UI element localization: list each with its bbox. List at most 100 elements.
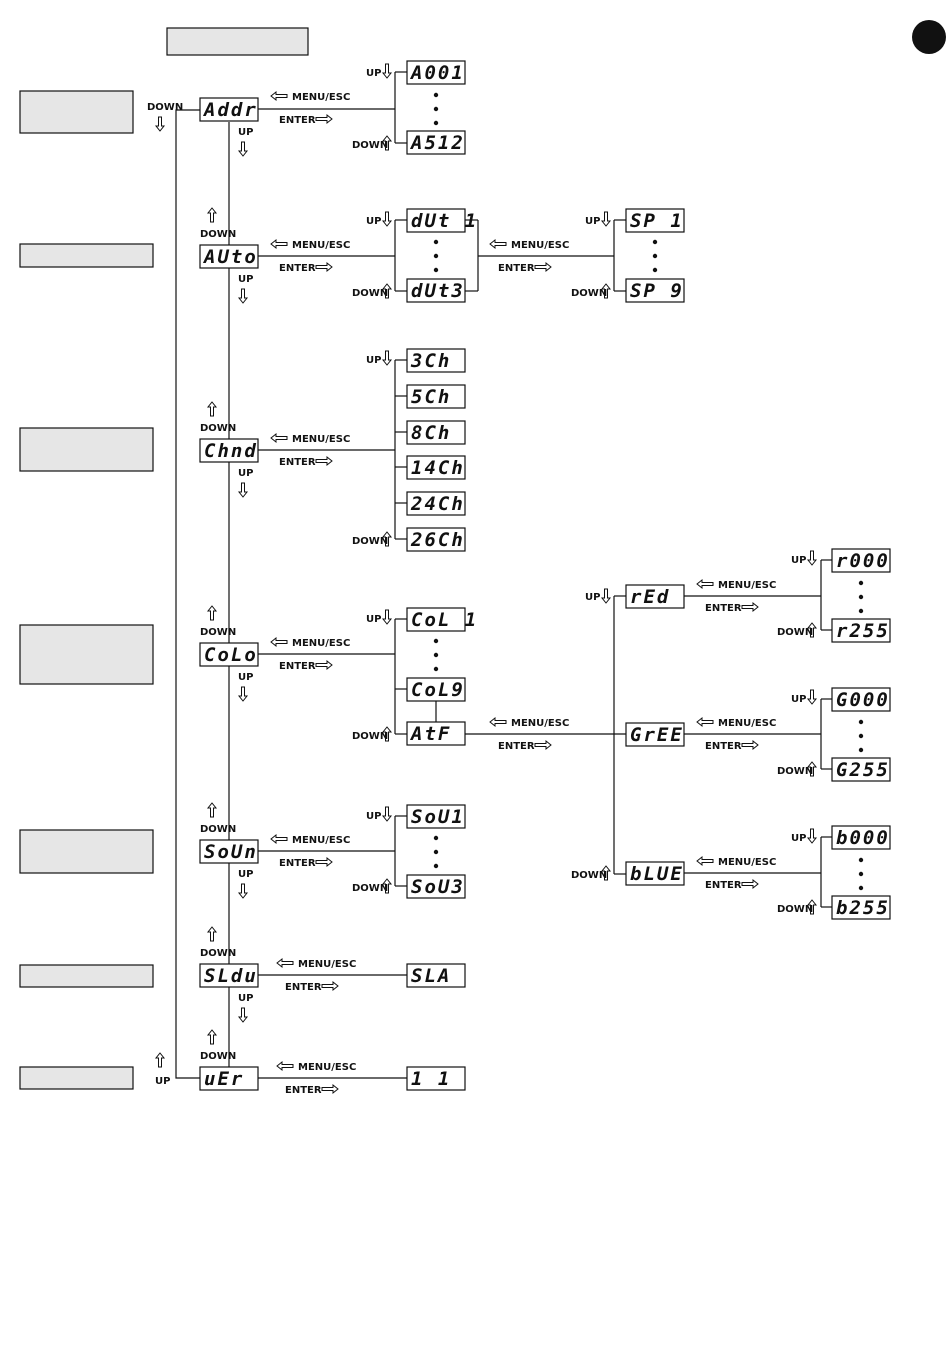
down-label: DOWN (352, 883, 388, 894)
down-step-arrow-icon (237, 288, 249, 304)
down-label: DOWN (352, 731, 388, 742)
color-dots (433, 652, 439, 658)
arrow-up-icon (806, 622, 818, 638)
menu-esc-arrow-icon (276, 957, 294, 969)
channel-mode-1-box (406, 384, 466, 409)
down-label: DOWN (200, 229, 236, 240)
enter-arrow-icon (315, 856, 333, 868)
enter-label: ENTER (705, 880, 742, 891)
menu-esc-arrow-icon (276, 1060, 294, 1072)
version-value-box (406, 1066, 466, 1091)
arrow-down-icon (381, 211, 393, 227)
down-label: DOWN (571, 870, 607, 881)
addr-dots (433, 92, 439, 98)
menu-esc-arrow-icon (696, 578, 714, 590)
arrow-down-icon (381, 609, 393, 625)
color-dots (433, 638, 439, 644)
legend-box-ver (19, 1066, 134, 1090)
menu-esc-arrow-icon (270, 90, 288, 102)
red-dots (858, 594, 864, 600)
channel-mode-0-box (406, 348, 466, 373)
sound-first-value: SoU1 (411, 806, 465, 828)
enter-label: ENTER (498, 263, 535, 274)
up-step-arrow-icon (206, 401, 218, 417)
channel-mode-3-box (406, 455, 466, 480)
enter-arrow-icon (741, 739, 759, 751)
legend-box-sldu (19, 964, 154, 988)
menu-display-auto: AUto (202, 246, 258, 268)
up-label: UP (366, 355, 381, 366)
enter-arrow-icon (741, 878, 759, 890)
menu-esc-label: MENU/ESC (292, 638, 350, 649)
version-value: 1 1 (411, 1068, 451, 1090)
enter-label: ENTER (285, 1085, 322, 1096)
slave-value-box (406, 963, 466, 988)
menu-esc-label: MENU/ESC (292, 434, 350, 445)
sound-last-value: SoU3 (411, 876, 465, 898)
enter-arrow-icon (315, 455, 333, 467)
red-first-value: r000 (836, 550, 890, 572)
sp-dots (652, 239, 658, 245)
up-step-arrow-icon (206, 207, 218, 223)
up-label: UP (238, 468, 253, 479)
up-label: UP (791, 694, 806, 705)
arrow-up-icon (381, 135, 393, 151)
enter-label: ENTER (498, 741, 535, 752)
down-label: DOWN (200, 824, 236, 835)
enter-arrow-icon (534, 261, 552, 273)
up-label: UP (585, 592, 600, 603)
down-label: DOWN (200, 627, 236, 638)
blue-last-value-box (831, 895, 891, 920)
enter-label: ENTER (279, 115, 316, 126)
red-last-value-box (831, 618, 891, 643)
arrow-down-icon (806, 550, 818, 566)
menu-esc-arrow-icon (270, 833, 288, 845)
green-dots (858, 747, 864, 753)
menu-display-colo: CoLo (204, 644, 258, 666)
channel-mode-2: 8Ch (411, 422, 451, 444)
arrow-down-icon (381, 806, 393, 822)
enter-label: ENTER (279, 457, 316, 468)
loop-down-arrow-icon (154, 116, 166, 132)
channel-mode-2-box (406, 420, 466, 445)
color-last-value: CoL9 (411, 679, 465, 701)
enter-arrow-icon (315, 659, 333, 671)
up-label: UP (791, 555, 806, 566)
menu-esc-arrow-icon (270, 238, 288, 250)
color-first-value-box (406, 607, 466, 632)
arrow-up-icon (806, 899, 818, 915)
language-badge (912, 20, 946, 54)
arrow-down-icon (806, 828, 818, 844)
addr-dots (433, 106, 439, 112)
legend-box-chnd (19, 427, 154, 472)
green-dots (858, 733, 864, 739)
channel-mode-1: 5Ch (411, 386, 451, 408)
down-label: DOWN (200, 423, 236, 434)
blue-last-value: b255 (836, 897, 890, 919)
menu-esc-arrow-icon (489, 716, 507, 728)
menu-esc-label: MENU/ESC (718, 580, 776, 591)
color-atf-value: AtF (409, 723, 451, 745)
legend-box-soun (19, 829, 154, 874)
down-step-arrow-icon (237, 482, 249, 498)
up-step-arrow-icon (206, 605, 218, 621)
channel-mode-0: 3Ch (410, 350, 451, 372)
menu-loop-line (175, 109, 200, 1079)
blue-dots (858, 871, 864, 877)
color-last-value-box (406, 677, 466, 702)
up-label: UP (585, 216, 600, 227)
arrow-down-icon (806, 689, 818, 705)
down-step-arrow-icon (237, 883, 249, 899)
addr-last-value: A512 (409, 132, 465, 154)
enter-label: ENTER (285, 982, 322, 993)
enter-arrow-icon (534, 739, 552, 751)
enter-label: ENTER (279, 661, 316, 672)
down-label: DOWN (777, 904, 813, 915)
down-label: DOWN (200, 1051, 236, 1062)
rgb-menu-green: GrEE (630, 724, 684, 746)
sound-dots (433, 835, 439, 841)
green-dots (858, 719, 864, 725)
up-label: UP (238, 869, 253, 880)
menu-esc-label: MENU/ESC (292, 835, 350, 846)
arrow-up-icon (600, 865, 612, 881)
